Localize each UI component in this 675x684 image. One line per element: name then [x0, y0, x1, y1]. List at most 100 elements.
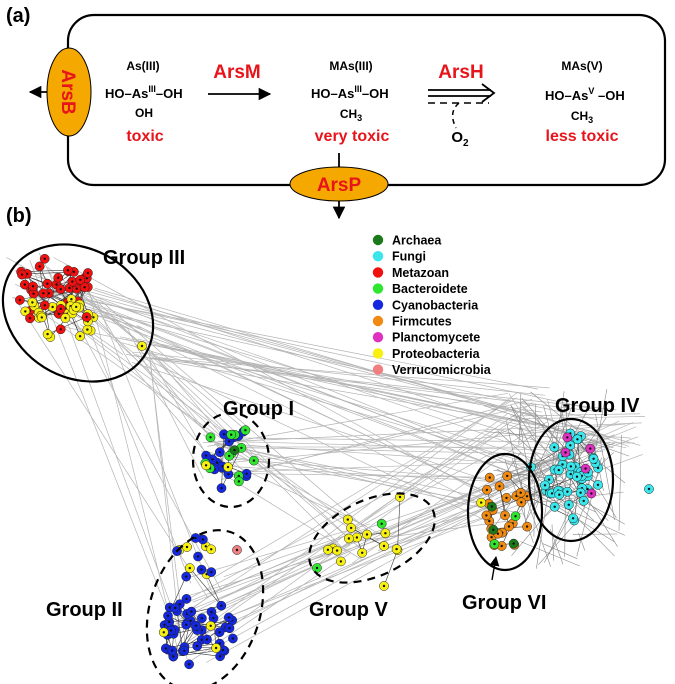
group-i-outline — [191, 411, 271, 509]
network-edge — [206, 574, 222, 606]
network-node-center — [382, 584, 386, 588]
group-vi-outline — [466, 452, 544, 572]
network-node-center — [51, 305, 54, 309]
network-node-center — [596, 466, 600, 470]
group-outlines — [1, 243, 615, 684]
network-edge — [497, 430, 595, 521]
network-node-center — [216, 461, 219, 464]
network-node-center — [525, 525, 529, 528]
network-node-center — [200, 568, 203, 571]
network-node-center — [567, 503, 570, 506]
network-edge — [47, 316, 87, 335]
network-edge — [518, 423, 521, 445]
network-node-center — [46, 282, 49, 285]
network-edge — [574, 417, 607, 464]
network-node-center — [218, 451, 221, 454]
network-node-center — [189, 619, 192, 622]
species-mas3-formula: HO–AsIII–OH — [311, 84, 389, 101]
network-edge — [578, 532, 586, 551]
network-edge — [135, 354, 496, 526]
network-edge — [481, 464, 556, 500]
network-edge — [99, 299, 370, 532]
network-node-center — [188, 566, 191, 570]
network-node-center — [252, 459, 256, 462]
arsb-ellipse — [46, 47, 92, 137]
network-edge — [348, 520, 514, 543]
species-as3-formula: HO–AsIII–OH — [105, 84, 183, 101]
arsh-step: ArsH O2 — [428, 62, 496, 149]
species-mas5: MAs(V) HO–AsV –OH CH3 less toxic — [545, 59, 625, 145]
network-edge — [29, 260, 175, 629]
network-edge — [218, 440, 604, 452]
network-node-center — [209, 624, 212, 627]
network-node-center — [589, 447, 592, 450]
network-node-center — [168, 620, 171, 624]
network-edge — [564, 399, 567, 558]
network-edge — [216, 443, 481, 498]
network-node-center — [164, 647, 167, 650]
network-node-center — [227, 616, 230, 619]
network-node-center — [584, 467, 587, 470]
network-node-center — [361, 551, 364, 554]
network-edge — [349, 421, 547, 533]
network-node-center — [485, 488, 489, 492]
network-node-center — [222, 433, 226, 436]
network-edge — [189, 567, 222, 606]
network-node-center — [592, 457, 595, 460]
network-edge — [202, 422, 642, 444]
legend-label: Bacteroidete — [392, 282, 468, 296]
network-edge — [150, 351, 231, 446]
group-vi-pointer — [489, 556, 500, 581]
network-node-center — [204, 464, 208, 467]
group-vi-label: Group VI — [462, 592, 546, 614]
network-edge — [520, 541, 580, 567]
network-node-center — [355, 536, 359, 539]
network-node-center — [582, 499, 585, 503]
network-node-center — [480, 501, 483, 504]
network-node-center — [196, 555, 200, 558]
network-node-center — [553, 505, 556, 508]
network-node-center — [557, 468, 560, 472]
network-node-center — [245, 472, 248, 475]
network-edge — [175, 527, 361, 622]
network-edge — [221, 434, 225, 489]
network-node-center — [43, 257, 46, 260]
network-node-center — [75, 305, 78, 309]
network-node-center — [492, 528, 495, 531]
network-node-center — [553, 446, 556, 449]
species-as3-substituent: OH — [135, 106, 153, 120]
arsh-label: ArsH — [438, 62, 483, 83]
network-node-center — [569, 472, 572, 476]
network-node-center — [520, 501, 523, 504]
network-node-center — [227, 440, 231, 443]
network-edge — [499, 486, 510, 527]
network-edge — [538, 521, 578, 565]
group-iv-label: Group IV — [555, 395, 640, 417]
species-as3: As(III) HO–AsIII–OH OH toxic — [105, 59, 183, 145]
network-node-center — [347, 537, 351, 540]
network-node-center — [57, 276, 60, 279]
network-node-center — [507, 525, 511, 528]
network-edge — [143, 357, 550, 389]
legend-swatch — [372, 283, 384, 294]
network-node-center — [38, 265, 41, 268]
network-node-center — [59, 307, 62, 311]
network-edge — [227, 458, 511, 482]
network-edge — [354, 410, 528, 529]
group-iii-outline — [1, 243, 155, 383]
network-node-center — [525, 495, 529, 498]
network-edge — [213, 397, 517, 578]
taxonomy-legend: ArchaeaFungiMetazoanBacteroideteCyanobac… — [372, 234, 492, 377]
species-mas3: MAs(III) HO–AsIII–OH CH3 very toxic — [311, 59, 389, 145]
network-edge — [207, 494, 497, 652]
network-node-center — [85, 315, 88, 319]
legend-label: Verrucomicrobia — [392, 363, 492, 377]
network-node-center — [335, 549, 339, 552]
network-node-center — [171, 649, 174, 652]
network-edge — [177, 399, 511, 618]
network-node-center — [228, 627, 231, 630]
network-node-center — [512, 542, 515, 545]
network-node-center — [240, 446, 243, 450]
species-as3-name: As(III) — [126, 59, 159, 73]
network-node-center — [380, 522, 383, 525]
